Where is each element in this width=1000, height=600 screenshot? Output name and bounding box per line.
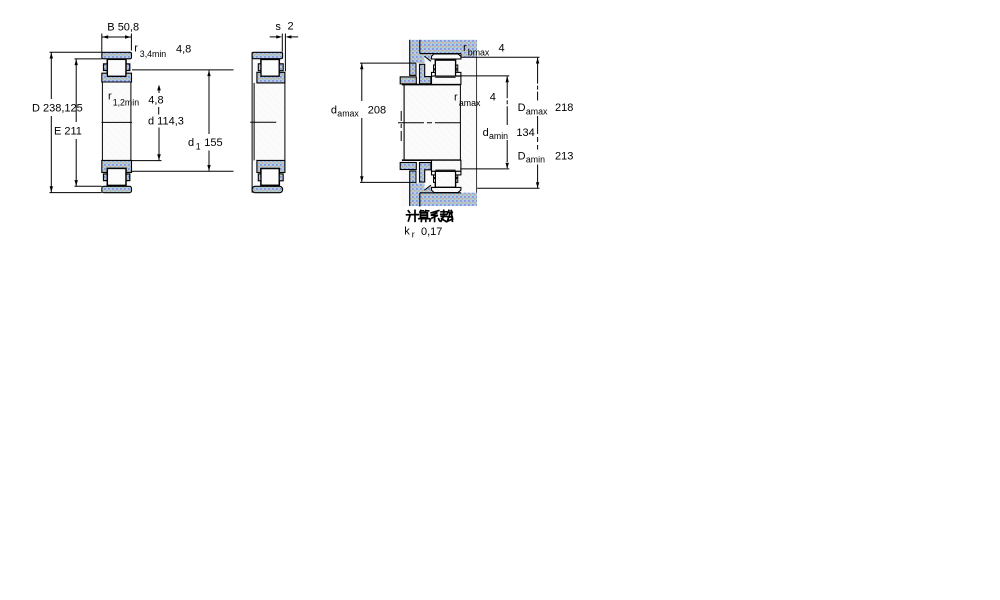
- svg-text:r: r: [463, 42, 467, 54]
- svg-text:E 211: E 211: [54, 126, 82, 138]
- svg-text:r: r: [454, 92, 458, 104]
- svg-text:d: d: [331, 104, 337, 116]
- svg-text:r: r: [108, 91, 112, 103]
- svg-text:D 238,125: D 238,125: [32, 103, 83, 115]
- svg-text:213: 213: [555, 150, 573, 162]
- svg-text:bmax: bmax: [468, 47, 490, 57]
- svg-text:0,17: 0,17: [421, 226, 442, 238]
- svg-text:1,2min: 1,2min: [113, 98, 140, 108]
- svg-text:r: r: [412, 230, 415, 240]
- svg-text:d: d: [188, 137, 194, 149]
- svg-text:155: 155: [204, 137, 222, 149]
- svg-text:d: d: [483, 127, 489, 139]
- svg-text:D: D: [518, 102, 526, 114]
- svg-text:D: D: [518, 150, 526, 162]
- svg-text:4,8: 4,8: [148, 95, 163, 107]
- svg-text:d 114,3: d 114,3: [148, 115, 184, 127]
- svg-text:amax: amax: [526, 106, 548, 116]
- svg-text:B 50,8: B 50,8: [107, 21, 139, 33]
- svg-text:134: 134: [516, 127, 534, 139]
- svg-text:amin: amin: [489, 131, 508, 141]
- svg-text:2: 2: [288, 21, 294, 33]
- svg-text:218: 218: [555, 102, 573, 114]
- svg-text:r: r: [134, 43, 138, 55]
- svg-text:amax: amax: [459, 98, 481, 108]
- svg-text:208: 208: [368, 104, 386, 116]
- svg-text:4: 4: [490, 92, 496, 104]
- svg-text:3,4min: 3,4min: [140, 49, 167, 59]
- svg-text:amin: amin: [526, 155, 545, 165]
- svg-text:s: s: [275, 21, 281, 33]
- svg-text:1: 1: [196, 142, 201, 152]
- svg-text:4,8: 4,8: [176, 44, 191, 56]
- svg-text:k: k: [404, 226, 410, 238]
- svg-text:amax: amax: [337, 109, 359, 119]
- svg-text:4: 4: [499, 43, 505, 55]
